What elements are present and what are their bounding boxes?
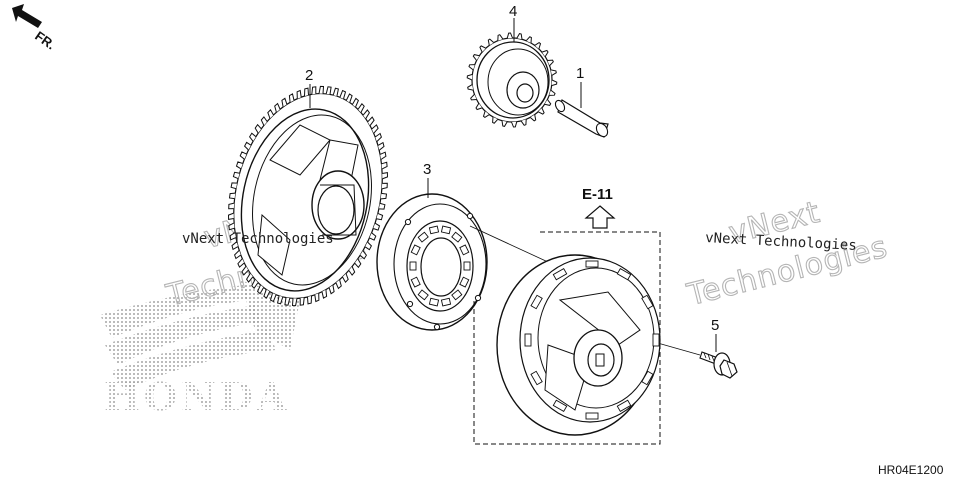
callout-4: 4 — [509, 3, 517, 20]
honda-wing-watermark: HONDA — [100, 280, 300, 419]
clutch-roller — [440, 225, 452, 235]
flywheel-magnet — [552, 267, 568, 281]
assembly-axis-line — [469, 225, 549, 263]
part-5-flange-bolt — [699, 351, 738, 379]
part-2-starter-driven-gear — [227, 85, 389, 307]
clutch-roller — [451, 231, 463, 243]
honda-watermark-text: HONDA — [104, 374, 290, 419]
flywheel-magnet — [530, 370, 543, 386]
flywheel-magnet — [585, 260, 599, 268]
clutch-rollers — [409, 225, 471, 307]
clutch-roller — [459, 244, 470, 256]
front-label: FR. — [32, 28, 58, 52]
clutch-roller — [428, 297, 440, 307]
clutch-roller — [459, 276, 470, 288]
flywheel-magnet — [524, 333, 532, 347]
front-arrow-icon — [12, 4, 42, 28]
flywheel-magnet — [641, 370, 654, 386]
clutch-roller — [410, 244, 421, 256]
reference-arrow-icon — [584, 205, 616, 229]
callout-1: 1 — [576, 65, 584, 82]
callout-5: 5 — [711, 317, 719, 334]
watermark-text-right: vNext Technologies — [705, 230, 857, 254]
front-direction-indicator: FR. — [12, 4, 58, 52]
section-reference-label: E-11 — [582, 186, 613, 203]
flywheel-magnet — [616, 267, 632, 281]
clutch-roller — [410, 276, 421, 288]
section-reference: E-11 — [582, 186, 616, 229]
part-3-starter-clutch — [376, 193, 488, 331]
gear2-teeth-outline — [227, 85, 389, 307]
flywheel-magnet — [616, 399, 632, 413]
clutch-roller — [463, 261, 471, 271]
part-4-idle-gear — [466, 32, 558, 128]
flywheel-magnet — [530, 294, 543, 310]
part-1-idle-gear-shaft — [554, 99, 609, 138]
callout-3: 3 — [423, 161, 431, 178]
flywheel-magnet — [552, 399, 568, 413]
clutch-roller — [428, 225, 440, 235]
clutch-roller — [451, 289, 463, 301]
gear4-teeth-outline — [466, 32, 558, 128]
flywheel-reference-box — [473, 231, 661, 445]
flywheel-magnet — [641, 294, 654, 310]
clutch-roller — [417, 231, 429, 243]
callout-2: 2 — [305, 67, 313, 84]
clutch-roller — [440, 297, 452, 307]
flywheel-magnets — [524, 260, 660, 420]
watermark-text-left: vNext Technologies — [182, 231, 334, 247]
flywheel — [496, 254, 661, 436]
flywheel-magnet — [652, 333, 660, 347]
diagram-code: HR04E1200 — [878, 463, 944, 477]
clutch-roller — [409, 261, 417, 271]
flywheel-magnet — [585, 412, 599, 420]
clutch-roller — [417, 289, 429, 301]
